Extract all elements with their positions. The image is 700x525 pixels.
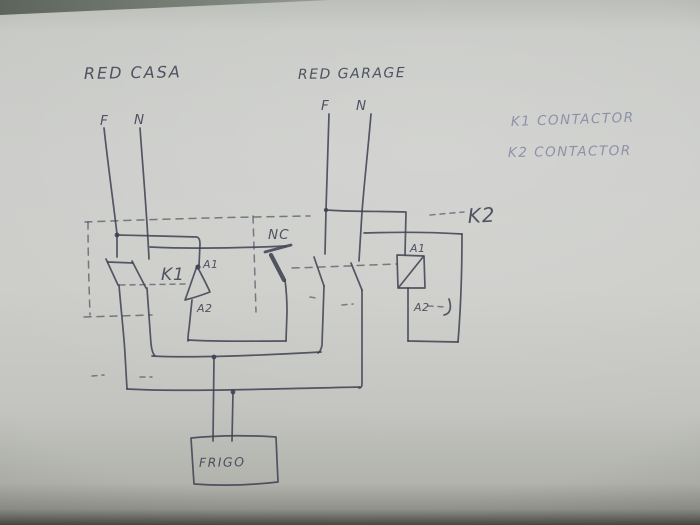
wire-neutral-to-nc-contact	[149, 245, 287, 249]
k2-coil-box	[396, 254, 426, 289]
j-hook-mark	[443, 298, 452, 316]
red-garage-circuit	[313, 113, 407, 389]
k2-a2-terminal-label: A2	[413, 301, 430, 314]
k1-a2-to-nc-link	[187, 339, 287, 343]
k2-return-right	[457, 233, 463, 343]
k1-contactor-label: K1	[161, 265, 185, 285]
frigo-load-label: FRIGO	[199, 454, 246, 470]
garage-phase-wire-bottom	[317, 285, 325, 354]
dashed-casa-contacts-linkage	[119, 283, 187, 286]
dashed-left-horizontal	[83, 314, 153, 318]
garage-neutral-wire-top	[358, 113, 372, 262]
k2-return-bottom	[407, 340, 459, 343]
branch-to-k1-coil-a1	[116, 234, 201, 267]
red-garage-title: RED GARAGE	[298, 65, 406, 83]
branch-to-k2-coil	[325, 209, 407, 256]
dashed-near-a2	[427, 305, 447, 308]
dashed-top-boundary	[84, 215, 311, 223]
casa-neutral-label: N	[134, 112, 145, 128]
garage-phase-contact-blade	[313, 256, 325, 287]
k2-contactor-label: K2	[467, 203, 496, 228]
casa-neutral-wire-top	[139, 127, 150, 260]
k1-a1-terminal-label: A1	[202, 258, 219, 271]
red-casa-circuit	[103, 127, 287, 390]
k1-coil-symbol	[184, 264, 287, 343]
dashed-lead-to-k2-label	[429, 211, 465, 216]
casa-phase-contact-blade	[105, 258, 119, 286]
k2-return-top	[363, 231, 463, 235]
garage-phase-wire-top	[324, 113, 330, 255]
nc-fixed-contact-bar	[263, 243, 293, 254]
output-buses-and-load	[126, 351, 361, 486]
upper-output-bus	[151, 351, 322, 358]
k2-coil-diagonal	[398, 256, 424, 288]
casa-phase-wire-top	[103, 127, 118, 258]
nc-contact-label: NC	[268, 227, 290, 243]
casa-phase-label: F	[100, 113, 109, 129]
handwritten-labels: RED CASA RED GARAGE F N F N K1 CONTACTOR…	[84, 62, 635, 470]
k2-coil-symbol	[363, 231, 463, 343]
lower-output-bus	[126, 386, 361, 392]
legend-k2-contactor: K2 CONTACTOR	[508, 143, 632, 161]
dashed-stray-3	[309, 296, 317, 299]
red-casa-title: RED CASA	[84, 62, 182, 83]
garage-neutral-wire-bottom	[358, 289, 363, 389]
dashed-stray-4	[341, 303, 354, 306]
casa-neutral-wire-bottom	[146, 287, 156, 357]
garage-phase-label: F	[321, 98, 330, 114]
dashed-nc-to-k2-linkage	[291, 263, 398, 269]
casa-phase-wire-bottom	[118, 284, 128, 390]
nc-auxiliary-contact	[263, 243, 293, 342]
dashed-stray-1	[91, 374, 105, 377]
nc-wire-down	[284, 279, 288, 342]
nc-contact-blade	[268, 252, 287, 283]
garage-neutral-label: N	[356, 98, 367, 114]
k2-a1-terminal-label: A1	[409, 242, 426, 255]
k1-coil-pennant	[184, 265, 211, 301]
garage-neutral-contact-blade	[350, 262, 363, 291]
k1-a2-terminal-label: A2	[196, 302, 213, 315]
casa-neutral-contact-blade	[131, 260, 147, 289]
frigo-left-lead	[212, 356, 215, 442]
dashed-linkage-lines	[83, 211, 465, 378]
frigo-box	[190, 434, 279, 486]
dashed-left-vertical	[87, 221, 91, 316]
frigo-right-lead	[231, 391, 234, 442]
k1-a2-lead	[187, 299, 193, 342]
casa-contact-tie-bar	[107, 261, 134, 264]
dashed-middle-vertical	[252, 215, 257, 313]
legend-k1-contactor: K1 CONTACTOR	[511, 110, 635, 130]
